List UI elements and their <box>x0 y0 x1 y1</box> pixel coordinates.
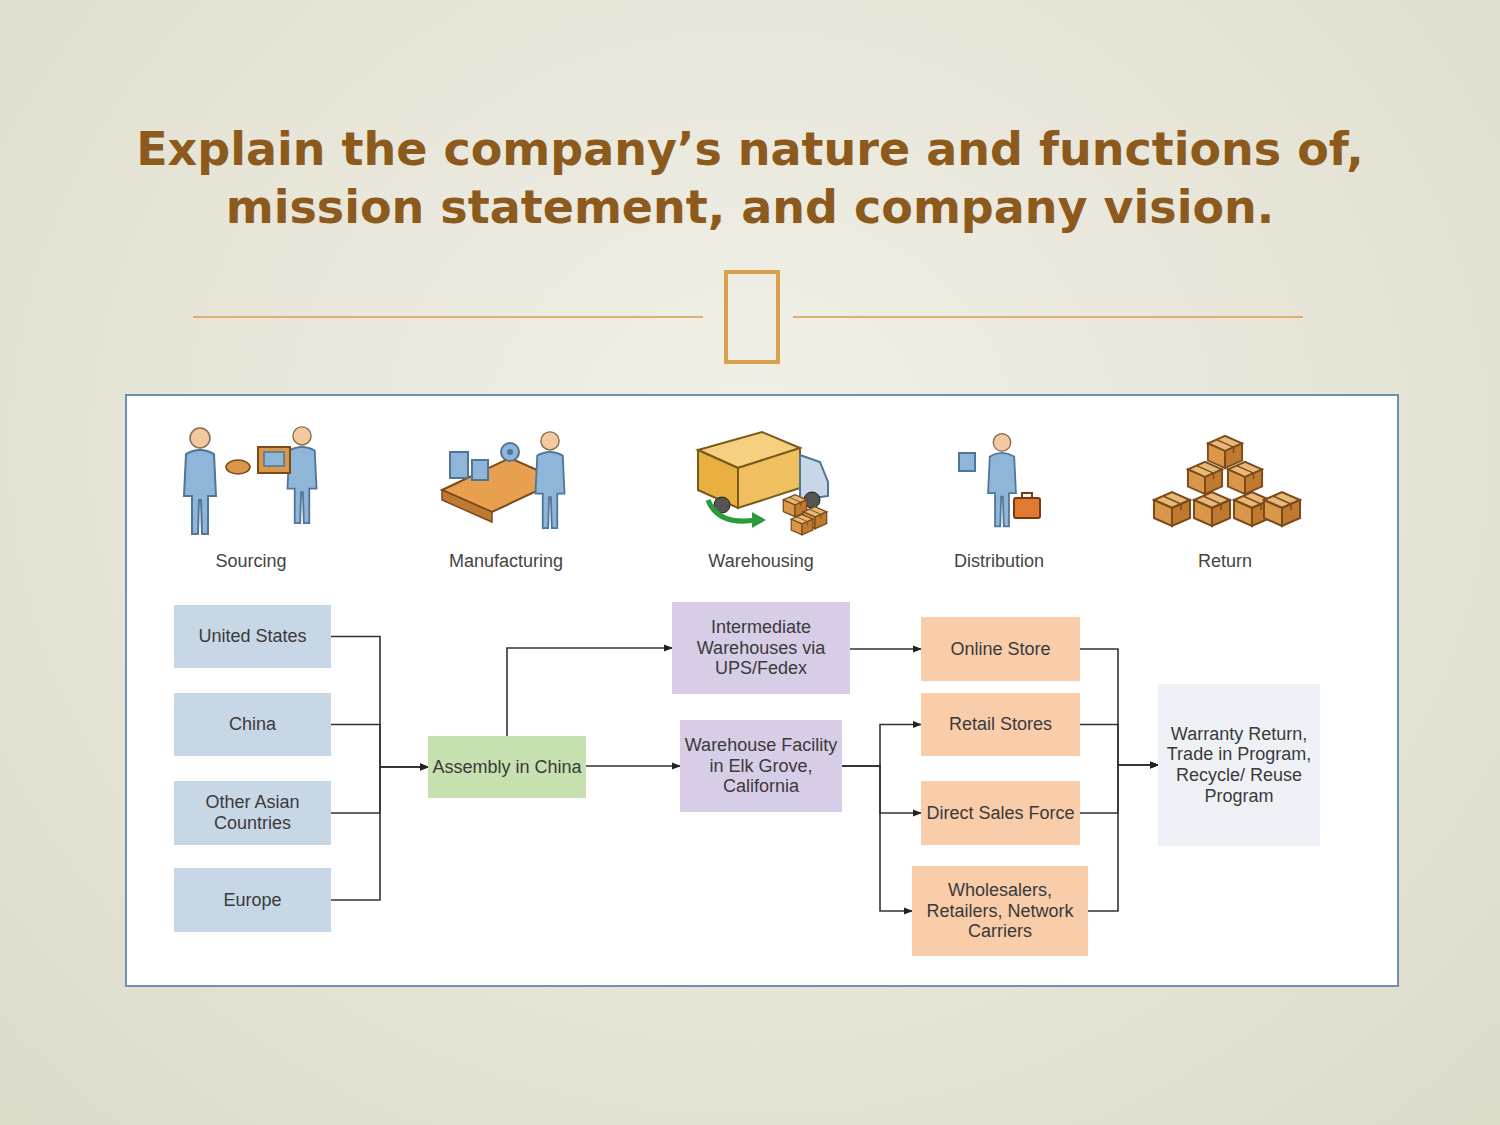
source-box: Other Asian Countries <box>174 781 331 845</box>
diagram-panel <box>126 395 1398 986</box>
connector <box>331 725 428 768</box>
source-box: Europe <box>174 868 331 932</box>
connector <box>1080 725 1158 766</box>
sourcing-icon <box>184 427 317 534</box>
channel-box: Online Store <box>921 617 1080 681</box>
stage-label: Manufacturing <box>449 552 563 572</box>
connector <box>1080 649 1158 765</box>
box-label: United States <box>198 626 306 647</box>
distribution-icon <box>959 434 1040 527</box>
connector <box>331 767 428 900</box>
box-label: Retail Stores <box>949 714 1052 735</box>
connector <box>842 766 912 911</box>
stage-label: Return <box>1198 552 1252 572</box>
channel-box: Wholesalers, Retailers, Network Carriers <box>912 866 1088 956</box>
box-label: Wholesalers, Retailers, Network Carriers <box>916 880 1084 942</box>
connector <box>507 648 672 736</box>
box-label: Other Asian Countries <box>178 792 327 833</box>
box-label: Warranty Return, Trade in Program, Recyc… <box>1162 724 1316 807</box>
box-label: Direct Sales Force <box>926 803 1074 824</box>
box-label: Assembly in China <box>432 757 581 778</box>
source-box: China <box>174 693 331 756</box>
channel-box: Direct Sales Force <box>921 781 1080 845</box>
box-label: Europe <box>223 890 281 911</box>
warehouse-box: Warehouse Facility in Elk Grove, Califor… <box>680 720 842 812</box>
box-label: Intermediate Warehouses via UPS/Fedex <box>676 617 846 679</box>
manufacturing-icon <box>442 432 565 528</box>
source-box: United States <box>174 605 331 668</box>
box-label: China <box>229 714 276 735</box>
slide-title: Explain the company’s nature and functio… <box>110 120 1390 236</box>
connector <box>850 648 921 650</box>
return-box: Warranty Return, Trade in Program, Recyc… <box>1158 684 1320 846</box>
assembly-box: Assembly in China <box>428 736 586 798</box>
connector <box>331 637 428 768</box>
warehousing-icon <box>698 432 828 535</box>
box-label: Warehouse Facility in Elk Grove, Califor… <box>684 735 838 797</box>
box-label: Online Store <box>950 639 1050 660</box>
connector <box>586 765 680 767</box>
title-divider <box>193 272 1303 362</box>
stage-label: Distribution <box>954 552 1044 572</box>
connector <box>1080 765 1158 813</box>
connector <box>1088 765 1158 911</box>
connector <box>842 766 921 813</box>
warehouse-box: Intermediate Warehouses via UPS/Fedex <box>672 602 850 694</box>
channel-box: Retail Stores <box>921 693 1080 756</box>
connector <box>842 725 921 767</box>
stage-label: Warehousing <box>708 552 813 572</box>
return-icon <box>1154 436 1300 526</box>
stage-label: Sourcing <box>215 552 286 572</box>
